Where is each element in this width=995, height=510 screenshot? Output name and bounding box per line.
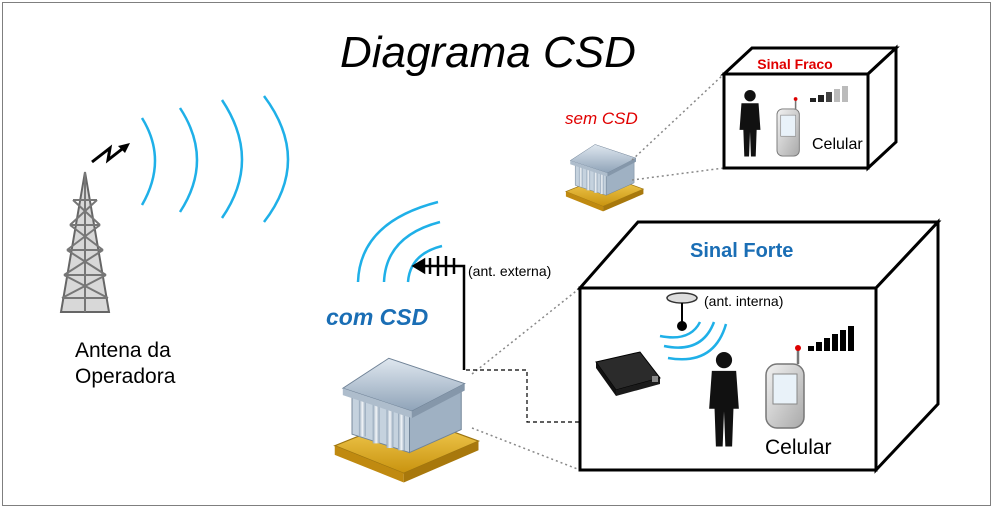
signal-bars-icon	[810, 86, 848, 102]
signal-bolt-icon	[91, 143, 130, 164]
operator-antenna-label: Antena da Operadora	[75, 338, 175, 390]
bank-building-icon	[334, 357, 480, 484]
repeater-device-icon	[595, 351, 661, 396]
weak-box-phone-label: Celular	[812, 136, 863, 153]
weak-signal-title: Sinal Fraco	[757, 56, 833, 72]
without-csd-label: sem CSD	[565, 109, 638, 128]
bank-building-icon	[565, 144, 644, 212]
strong-signal-box	[576, 218, 942, 474]
antenna-tower-icon	[59, 171, 111, 313]
operator-antenna-label-line1: Antena da	[75, 339, 171, 362]
with-csd-label: com CSD	[326, 304, 429, 330]
diagram-title: Diagrama CSD	[340, 28, 636, 77]
building-radio-waves	[356, 200, 443, 283]
external-antenna-label: (ant. externa)	[468, 263, 552, 279]
pda-phone-icon	[765, 345, 805, 429]
operator-antenna-label-line2: Operadora	[75, 365, 176, 388]
signal-bars-icon	[808, 326, 854, 351]
tower-radio-waves	[140, 95, 290, 223]
pda-phone-icon	[776, 97, 800, 157]
yagi-antenna-icon	[411, 256, 466, 370]
dome-antenna-icon	[666, 292, 698, 331]
internal-radio-waves	[659, 321, 728, 361]
perspective-lines	[471, 73, 725, 471]
internal-antenna-label: (ant. interna)	[704, 293, 784, 309]
strong-box-phone-label: Celular	[765, 436, 832, 459]
strong-signal-title: Sinal Forte	[690, 240, 794, 262]
